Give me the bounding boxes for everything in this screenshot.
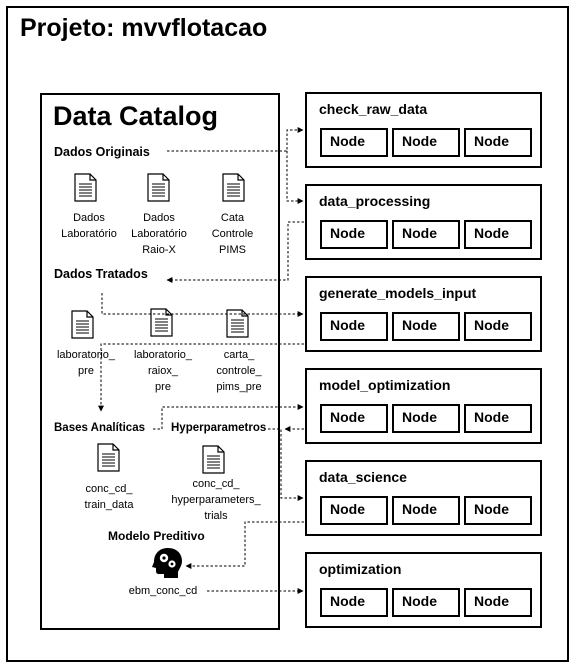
- pipeline-node: Node: [392, 496, 460, 525]
- document-icon: [74, 173, 97, 202]
- dataset-ebm-conc-cd: ebm_conc_cd: [128, 585, 198, 597]
- section-dados-originais: Dados Originais: [54, 145, 150, 159]
- connector-hyperparametros-to-data-science: [268, 428, 304, 501]
- pipeline-node: Node: [320, 312, 388, 341]
- pipeline-node: Node: [320, 220, 388, 249]
- document-icon: [71, 310, 94, 339]
- dataset-conc-cd-train-data: conc_cd_ train_data: [84, 483, 134, 511]
- document-icon: [202, 445, 225, 474]
- pipeline-node: Node: [464, 404, 532, 433]
- pipeline-node: Node: [320, 496, 388, 525]
- connector-data-science-to-modelo: [185, 521, 304, 569]
- pipeline-title: model_optimization: [319, 377, 451, 393]
- connector-data-processing-to-tratados: [166, 221, 304, 283]
- pipeline-node: Node: [392, 588, 460, 617]
- pipeline-title: optimization: [319, 561, 402, 577]
- document-icon: [147, 173, 170, 202]
- pipeline-node: Node: [392, 128, 460, 157]
- pipeline-node: Node: [320, 128, 388, 157]
- pipeline-model-optimization: model_optimization Node Node Node: [305, 368, 542, 444]
- document-icon: [226, 309, 249, 338]
- connector-tratados-to-generate-models-input: [101, 293, 304, 317]
- pipeline-optimization: optimization Node Node Node: [305, 552, 542, 628]
- dataset-dados-laboratorio-raiox: Dados Laboratório Raio-X: [131, 212, 187, 256]
- pipeline-title: check_raw_data: [319, 101, 428, 117]
- connector-originais-to-check-raw-data: [167, 127, 304, 152]
- pipeline-node: Node: [320, 404, 388, 433]
- pipeline-node: Node: [464, 588, 532, 617]
- pipeline-node: Node: [464, 312, 532, 341]
- pipeline-node: Node: [392, 404, 460, 433]
- document-icon: [222, 173, 245, 202]
- section-dados-tratados: Dados Tratados: [54, 267, 148, 281]
- pipeline-data-processing: data_processing Node Node Node: [305, 184, 542, 260]
- dataset-dados-laboratorio: Dados Laboratório: [61, 212, 117, 240]
- section-bases-analiticas: Bases Analíticas: [54, 422, 145, 434]
- connector-generate-models-input-to-bases: [98, 343, 304, 412]
- section-modelo-preditivo: Modelo Preditivo: [108, 529, 205, 543]
- data-catalog-box: [40, 93, 280, 630]
- pipeline-title: data_science: [319, 469, 407, 485]
- pipeline-node: Node: [320, 588, 388, 617]
- dataset-carta-controle-pims: Cata Controle PIMS: [211, 212, 254, 256]
- document-icon: [150, 308, 173, 337]
- connector-originais-to-data-processing: [286, 151, 304, 204]
- dataset-laboratorio-raiox-pre: laboratorio_ raiox_ pre: [133, 349, 193, 393]
- connector-bases-to-model-optimization: [153, 404, 304, 430]
- pipeline-title: data_processing: [319, 193, 431, 209]
- dataset-conc-cd-hyperparameters-trials: conc_cd_ hyperparameters_ trials: [171, 478, 261, 522]
- pipeline-generate-models-input: generate_models_input Node Node Node: [305, 276, 542, 352]
- pipeline-check-raw-data: check_raw_data Node Node Node: [305, 92, 542, 168]
- project-title: Projeto: mvvflotacao: [20, 14, 268, 42]
- pipeline-node: Node: [392, 312, 460, 341]
- pipeline-data-science: data_science Node Node Node: [305, 460, 542, 536]
- model-head-gears-icon: [152, 548, 182, 578]
- dataset-carta-controle-pims-pre: carta_ controle_ pims_pre: [216, 349, 262, 393]
- pipeline-node: Node: [392, 220, 460, 249]
- data-catalog-title: Data Catalog: [53, 101, 219, 131]
- section-hyperparametros: Hyperparametros: [171, 422, 267, 434]
- pipeline-title: generate_models_input: [319, 285, 477, 301]
- project-frame: [6, 6, 569, 662]
- pipeline-node: Node: [464, 220, 532, 249]
- pipeline-node: Node: [464, 496, 532, 525]
- pipeline-node: Node: [464, 128, 532, 157]
- document-icon: [97, 443, 120, 472]
